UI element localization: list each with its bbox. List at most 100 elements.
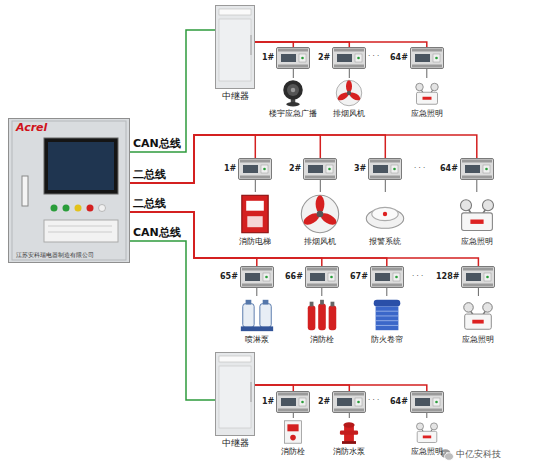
module-unit xyxy=(303,158,337,180)
device-number: 64# xyxy=(390,53,408,63)
bus-line xyxy=(255,385,293,391)
device-caption: 排烟风机 xyxy=(333,109,365,119)
cyl-symbol xyxy=(303,296,341,334)
device-icon: 消防栓 xyxy=(279,418,307,457)
device-icon: 楼宇应急广播 xyxy=(269,78,317,119)
alarm-symbol xyxy=(363,192,407,236)
bus-line xyxy=(349,413,350,418)
module-unit xyxy=(238,158,272,180)
device-number: 64# xyxy=(390,397,408,407)
bus-line xyxy=(320,180,321,192)
device-module: 2# xyxy=(318,47,366,69)
device-icon: 消防电梯 xyxy=(233,192,277,247)
device-module: 66# xyxy=(285,266,339,288)
ellipsis-mark: · · · xyxy=(368,52,379,61)
device-module: 128# xyxy=(436,266,495,288)
device-icon: 防火卷帘 xyxy=(368,296,406,345)
module-unit xyxy=(410,391,444,413)
bus-line xyxy=(426,413,427,418)
device-module: 64# xyxy=(390,391,444,413)
relay-box: 中继器 xyxy=(215,5,255,102)
ellipsis-mark: · · · xyxy=(414,164,425,173)
elevator-symbol xyxy=(233,192,277,236)
device-module: 64# xyxy=(440,158,494,180)
module-unit xyxy=(460,158,494,180)
speaker-symbol xyxy=(278,78,308,108)
bus-line xyxy=(130,135,477,183)
device-number: 3# xyxy=(354,164,366,174)
hydrant-symbol xyxy=(335,418,363,446)
device-caption: 应急照明 xyxy=(461,237,493,247)
controller-cabinet: Acrel江苏安科瑞电器制造有限公司 xyxy=(8,118,130,263)
bus-line xyxy=(426,69,427,78)
light-symbol xyxy=(412,78,442,108)
device-number: 2# xyxy=(289,164,301,174)
device-caption: 消防电梯 xyxy=(239,237,271,247)
bus-line xyxy=(130,135,385,183)
device-icon: 报警系统 xyxy=(363,192,407,247)
device-caption: 楼宇应急广播 xyxy=(269,109,317,119)
device-number: 2# xyxy=(318,53,330,63)
device-caption: 消防水泵 xyxy=(333,447,365,457)
module-unit xyxy=(461,266,495,288)
device-module: 1# xyxy=(262,47,310,69)
relay-cabinet xyxy=(215,5,255,89)
module-unit xyxy=(370,266,404,288)
device-module: 2# xyxy=(318,391,366,413)
ellipsis-mark: · · · xyxy=(412,272,423,281)
device-caption: 消防栓 xyxy=(310,335,334,345)
bus-line xyxy=(255,42,427,47)
module-unit xyxy=(276,47,310,69)
device-module: 1# xyxy=(262,391,310,413)
device-caption: 喷淋泵 xyxy=(245,335,269,345)
ellipsis-mark: · · · xyxy=(368,396,379,405)
device-caption: 应急照明 xyxy=(462,335,494,345)
device-caption: 排烟风机 xyxy=(304,237,336,247)
bus-line xyxy=(476,180,477,192)
device-number: 1# xyxy=(262,53,274,63)
device-icon: 排烟风机 xyxy=(333,78,365,119)
bus-label: 二总线 xyxy=(133,197,166,210)
device-number: 65# xyxy=(220,272,238,282)
relay-cabinet xyxy=(215,352,255,436)
bus-line xyxy=(255,180,256,192)
bus-line xyxy=(478,288,479,296)
bus-label: CAN总线 xyxy=(133,137,181,150)
hydbox-symbol xyxy=(279,418,307,446)
bus-label: CAN总线 xyxy=(133,226,181,239)
module-unit xyxy=(276,391,310,413)
device-module: 2# xyxy=(289,158,337,180)
shutter-symbol xyxy=(368,296,406,334)
device-icon: 应急照明 xyxy=(455,192,499,247)
bus-line xyxy=(130,30,215,152)
device-icon: 应急照明 xyxy=(411,78,443,119)
device-number: 67# xyxy=(350,272,368,282)
device-icon: 排烟风机 xyxy=(298,192,342,247)
pump-symbol xyxy=(238,296,276,334)
device-number: 64# xyxy=(440,164,458,174)
device-module: 1# xyxy=(224,158,272,180)
device-icon: 应急照明 xyxy=(459,296,497,345)
bus-line xyxy=(130,135,255,183)
device-number: 2# xyxy=(318,397,330,407)
device-module: 65# xyxy=(220,266,274,288)
bus-line xyxy=(130,135,320,183)
device-caption: 防火卷帘 xyxy=(371,335,403,345)
device-module: 64# xyxy=(390,47,444,69)
bus-line xyxy=(256,288,257,296)
device-caption: 报警系统 xyxy=(369,237,401,247)
device-caption: 消防栓 xyxy=(281,447,305,457)
bus-line xyxy=(321,288,322,296)
bus-line xyxy=(130,241,215,400)
light-symbol xyxy=(459,296,497,334)
fan-symbol xyxy=(298,192,342,236)
device-icon: 消防栓 xyxy=(303,296,341,345)
device-icon: 消防水泵 xyxy=(333,418,365,457)
device-icon: 应急照明 xyxy=(411,418,443,457)
watermark: 中亿安科技 xyxy=(456,449,501,460)
device-caption: 应急照明 xyxy=(411,109,443,119)
maker-name: 江苏安科瑞电器制造有限公司 xyxy=(16,251,94,258)
module-unit xyxy=(332,391,366,413)
relay-label: 中继器 xyxy=(222,438,249,449)
